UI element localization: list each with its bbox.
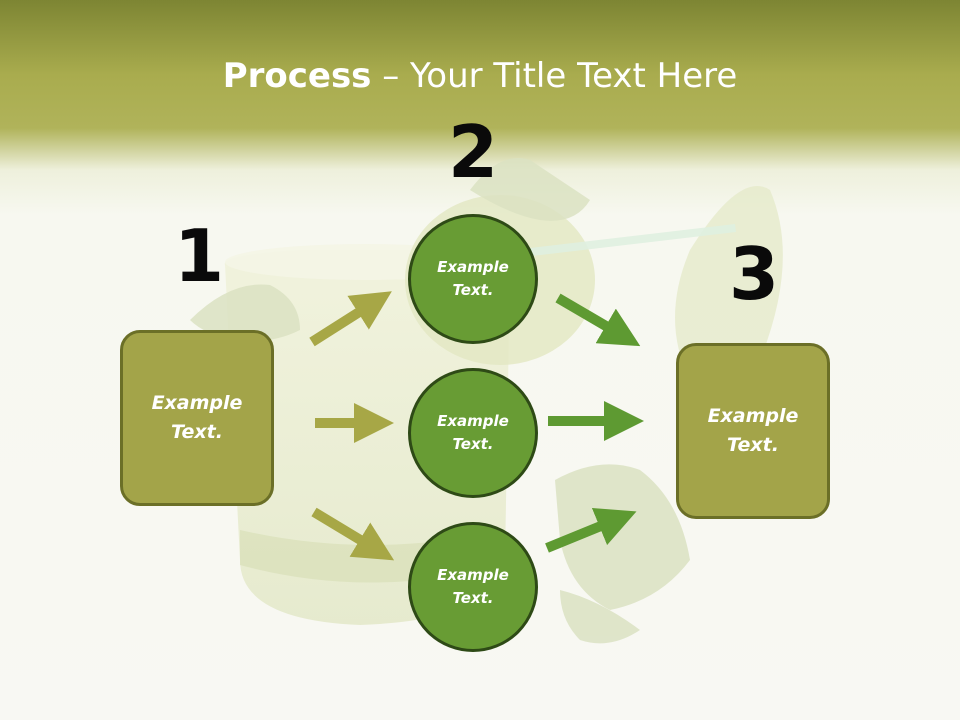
arrow-from-top-circle [555,293,641,347]
arrow-to-bottom-circle [311,507,395,561]
circle-bottom: Example Text. [408,522,538,652]
left-box: Example Text. [120,330,274,506]
title-rest: – Your Title Text Here [371,56,738,96]
step-number-3: 3 [728,232,780,316]
arrow-to-top-circle [309,291,392,347]
slide-title: Process – Your Title Text Here [0,54,960,98]
circle-middle-text: Example Text. [437,412,509,453]
circle-bottom-text: Example Text. [437,566,509,607]
step-number-2: 2 [447,110,499,194]
left-box-text: Example Text. [151,392,243,443]
title-bold: Process [222,56,372,96]
circle-middle: Example Text. [408,368,538,498]
circle-top: Example Text. [408,214,538,344]
arrow-from-bottom-circle [545,508,637,553]
right-box: Example Text. [676,343,830,519]
step-number-1: 1 [173,214,225,298]
right-box-text: Example Text. [707,405,799,456]
circle-top-text: Example Text. [437,258,509,299]
